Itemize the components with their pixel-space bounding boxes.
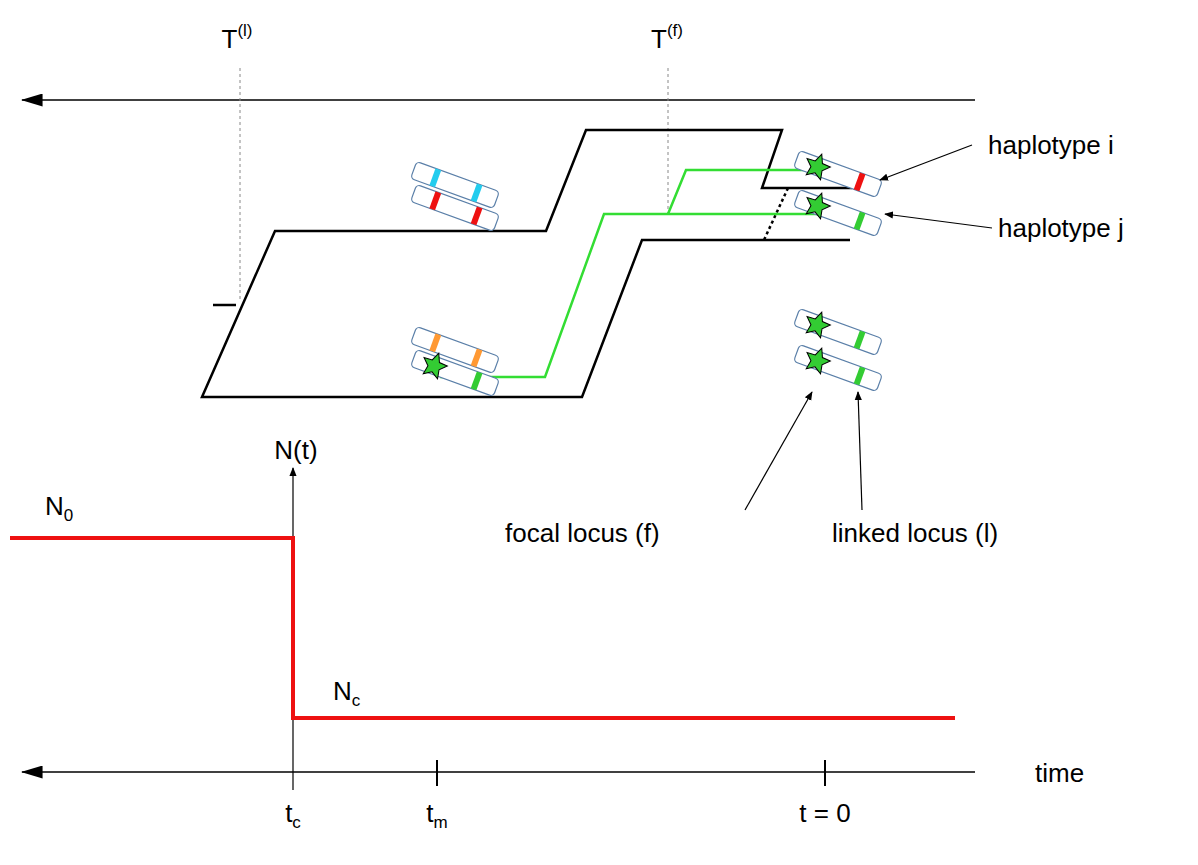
tick-label: t = 0	[799, 800, 850, 826]
size-label: Nc	[333, 678, 360, 709]
callout-label: linked locus (l)	[832, 520, 998, 546]
population-size-plot	[10, 468, 975, 790]
callout-label: haplotype j	[998, 215, 1124, 241]
axis-label: time	[1035, 760, 1084, 786]
axis-label: N(t)	[274, 437, 317, 463]
callout-label: focal locus (f)	[505, 520, 660, 546]
genealogy-lines	[202, 130, 852, 397]
callout-label: haplotype i	[988, 132, 1114, 158]
size-label: N0	[45, 493, 73, 524]
top-time-axis	[22, 68, 975, 300]
time-marker: T(l)	[222, 22, 253, 52]
tick-label: tm	[426, 800, 447, 831]
focal-lineages	[440, 170, 818, 377]
chromosomes	[410, 147, 884, 399]
callout-arrows	[745, 145, 992, 510]
tick-label: tc	[285, 800, 301, 831]
time-marker: T(f)	[651, 22, 683, 52]
